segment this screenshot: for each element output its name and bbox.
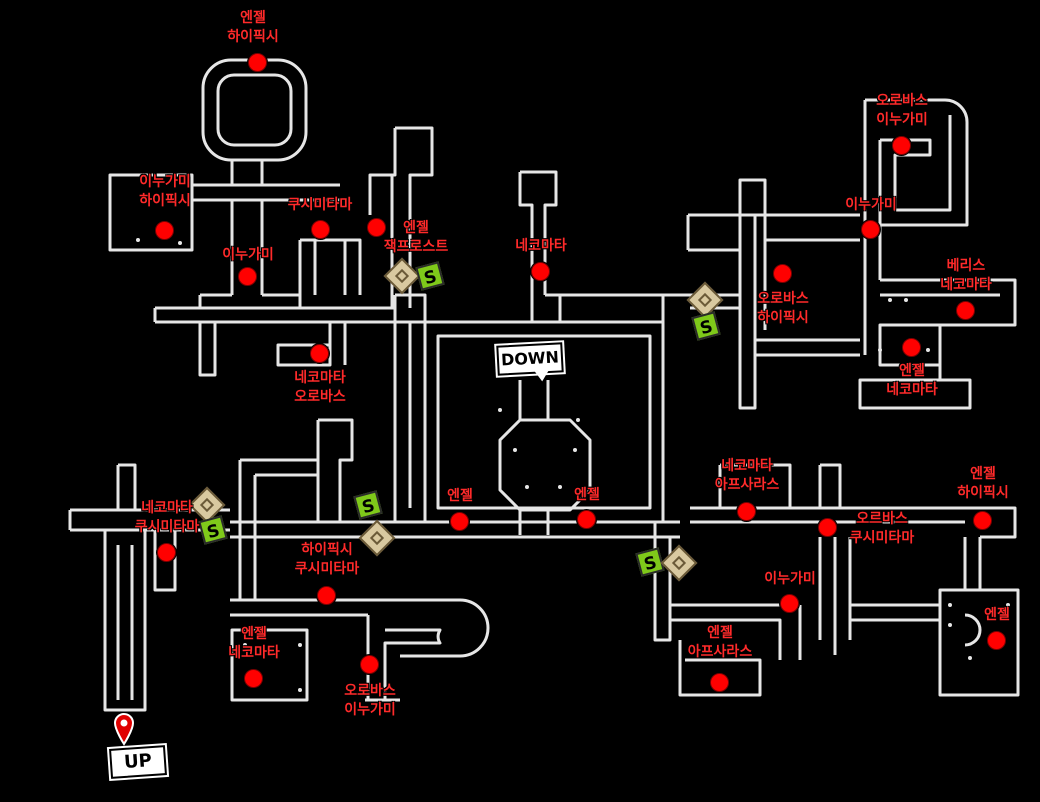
room bbox=[230, 628, 309, 702]
enemy-label: 엔젤 bbox=[574, 487, 600, 503]
enemy-label: 엔젤 bbox=[984, 607, 1010, 623]
enemy-marker[interactable] bbox=[956, 301, 975, 320]
enemy-label: 쿠시미타마 bbox=[287, 197, 353, 213]
room bbox=[878, 323, 942, 367]
enemy-marker[interactable] bbox=[238, 267, 257, 286]
corridor bbox=[153, 306, 395, 324]
enemy-marker[interactable] bbox=[780, 594, 799, 613]
corridor bbox=[230, 598, 460, 617]
enemy-marker[interactable] bbox=[773, 264, 792, 283]
corridor bbox=[298, 238, 362, 295]
corridor bbox=[518, 380, 550, 535]
enemy-marker[interactable] bbox=[892, 136, 911, 155]
corridor bbox=[686, 213, 860, 252]
enemy-marker[interactable] bbox=[155, 221, 174, 240]
corridor bbox=[192, 183, 340, 295]
corridor bbox=[755, 338, 860, 357]
corridor bbox=[393, 322, 412, 522]
enemy-marker[interactable] bbox=[710, 673, 729, 692]
enemy-marker[interactable] bbox=[244, 669, 263, 688]
enemy-marker[interactable] bbox=[360, 655, 379, 674]
room bbox=[858, 378, 972, 410]
corridor bbox=[368, 126, 434, 308]
enemy-label: 엔젤 bbox=[447, 488, 473, 504]
enemy-marker[interactable] bbox=[987, 631, 1006, 650]
corridor bbox=[393, 293, 690, 324]
corridor bbox=[653, 522, 672, 642]
centre-chamber bbox=[498, 418, 592, 512]
enemy-marker[interactable] bbox=[861, 220, 880, 239]
enemy-marker[interactable] bbox=[577, 510, 596, 529]
enemy-marker[interactable] bbox=[450, 512, 469, 531]
enemy-marker[interactable] bbox=[317, 586, 336, 605]
location-pin-icon bbox=[113, 712, 135, 746]
room bbox=[108, 173, 194, 252]
enemy-label: 이누가미 bbox=[845, 197, 897, 213]
corridor bbox=[238, 458, 318, 600]
enemy-marker[interactable] bbox=[531, 262, 550, 281]
enemy-label: 이누가미 bbox=[764, 571, 816, 587]
enemy-marker[interactable] bbox=[737, 502, 756, 521]
enemy-marker[interactable] bbox=[311, 220, 330, 239]
corridor-loop bbox=[865, 98, 969, 227]
enemy-label: 네코마타 bbox=[515, 238, 567, 254]
corridor bbox=[198, 293, 302, 377]
enemy-marker[interactable] bbox=[310, 344, 329, 363]
corridor bbox=[848, 537, 940, 640]
enemy-label: 이누가미 bbox=[222, 247, 274, 263]
corridor bbox=[718, 463, 792, 508]
room bbox=[276, 343, 332, 367]
enemy-marker[interactable] bbox=[902, 338, 921, 357]
enemy-marker[interactable] bbox=[367, 218, 386, 237]
corridor bbox=[116, 463, 137, 510]
down-stairs-badge[interactable]: DOWN bbox=[496, 342, 564, 376]
corridor bbox=[518, 170, 558, 295]
room-dots bbox=[136, 238, 1010, 692]
central-hall-inner bbox=[436, 334, 652, 510]
corridor bbox=[103, 530, 147, 712]
corridor-loop-inner bbox=[216, 73, 293, 147]
corridor bbox=[153, 530, 177, 592]
enemy-marker[interactable] bbox=[248, 53, 267, 72]
corridor bbox=[670, 603, 802, 660]
room bbox=[678, 640, 762, 697]
enemy-marker[interactable] bbox=[818, 518, 837, 537]
enemy-marker[interactable] bbox=[157, 543, 176, 562]
corridor bbox=[230, 160, 264, 185]
enemy-marker[interactable] bbox=[973, 511, 992, 530]
up-stairs-badge[interactable]: UP bbox=[109, 745, 167, 779]
corridor bbox=[316, 418, 354, 522]
corridor bbox=[964, 613, 982, 647]
room bbox=[938, 537, 1020, 697]
corridor bbox=[818, 463, 842, 655]
corridor bbox=[328, 322, 347, 365]
